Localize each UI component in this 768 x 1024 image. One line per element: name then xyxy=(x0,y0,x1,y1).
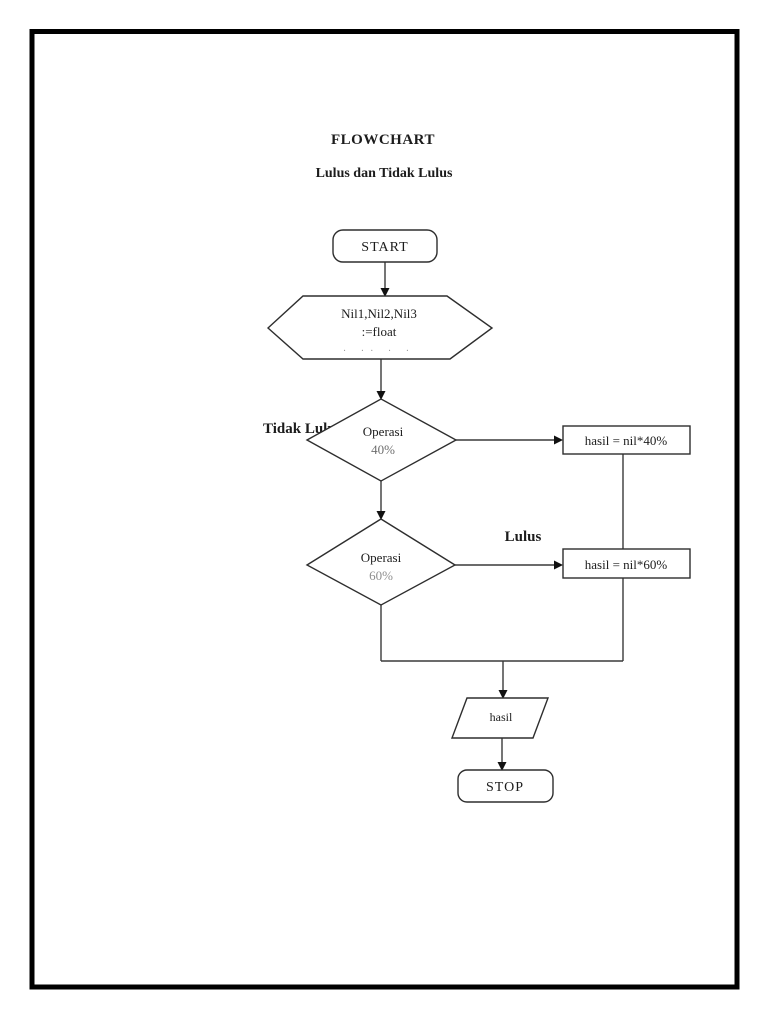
stop-node: STOP xyxy=(457,769,554,803)
start-label: START xyxy=(361,240,408,255)
stop-shape xyxy=(457,769,554,803)
arrowhead-down-icon xyxy=(497,762,507,771)
edge-label-lulus: Lulus xyxy=(505,529,542,545)
start-shape xyxy=(332,229,438,263)
process40-node: hasil = nil*40% xyxy=(562,425,691,455)
arrowhead-down-icon xyxy=(498,690,508,699)
declare-label-line1: Nil1,Nil2,Nil3 xyxy=(341,306,417,321)
decision40-label-line2: 40% xyxy=(371,442,395,457)
process60-label: hasil = nil*60% xyxy=(585,557,668,572)
decision60-label-line1: Operasi xyxy=(361,550,402,565)
page-title: FLOWCHART xyxy=(331,132,435,148)
process40-shape xyxy=(562,425,691,455)
decision60-label-line2: 60% xyxy=(369,568,393,583)
decision40-node: Operasi 40% xyxy=(305,398,458,482)
stop-label: STOP xyxy=(486,780,524,795)
arrowhead-down-icon xyxy=(376,391,386,400)
declare-hexagon-shape xyxy=(266,295,494,360)
process40-label: hasil = nil*40% xyxy=(585,433,668,448)
page-border xyxy=(29,29,740,990)
decision40-label-line1: Operasi xyxy=(363,424,404,439)
decision60-node: Operasi 60% xyxy=(305,518,457,606)
output-node: hasil xyxy=(450,697,550,739)
arrowhead-right-icon xyxy=(554,560,563,570)
output-label: hasil xyxy=(490,710,513,724)
arrowhead-down-icon xyxy=(376,511,386,520)
decision40-diamond-shape xyxy=(305,398,458,482)
start-node: START xyxy=(332,229,438,263)
page-subtitle: Lulus dan Tidak Lulus xyxy=(316,166,453,181)
declare-faded-artifact: · ·· · · xyxy=(343,346,415,357)
output-parallelogram-shape xyxy=(450,697,550,739)
process60-node: hasil = nil*60% xyxy=(562,548,691,579)
decision60-diamond-shape xyxy=(305,518,457,606)
declare-label-line2: :=float xyxy=(362,324,397,339)
process60-shape xyxy=(562,548,691,579)
declare-node: Nil1,Nil2,Nil3 :=float · ·· · · xyxy=(266,295,494,360)
arrowhead-down-icon xyxy=(380,288,390,297)
arrowhead-right-icon xyxy=(554,435,563,445)
